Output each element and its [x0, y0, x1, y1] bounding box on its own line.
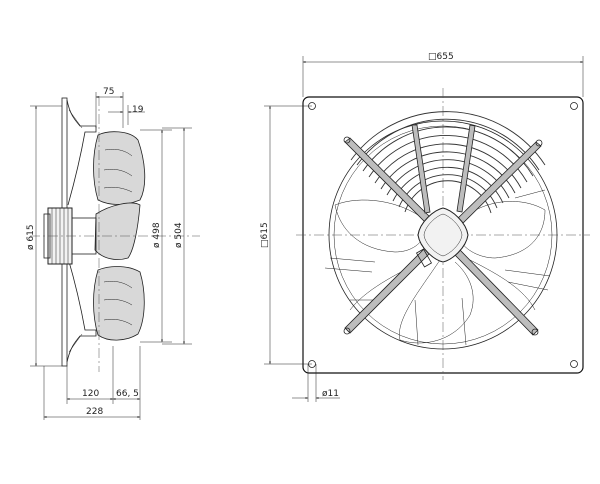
front-blade-3	[399, 259, 474, 344]
front-blade-2	[459, 201, 546, 259]
dim-615-front-label: □615	[260, 222, 270, 248]
side-blade-middle	[94, 202, 141, 260]
venturi-outer-circle	[328, 120, 558, 350]
side-blade-upper	[93, 131, 146, 205]
side-view: 75 19 ø 615 ø 498 ø 504 120 66, 5 228	[26, 87, 200, 420]
mount-hole-br	[570, 360, 578, 368]
guard-struts	[343, 124, 543, 336]
dim-228-label: 228	[86, 407, 103, 417]
dim-120-label: 120	[82, 389, 99, 399]
front-hub	[417, 207, 469, 263]
dim-498-label: ø 498	[152, 222, 162, 248]
dim-655-label: □655	[428, 52, 454, 62]
dim-75-label: 75	[103, 87, 114, 97]
dim-615-label: ø 615	[26, 224, 36, 250]
front-blade-1	[334, 199, 426, 253]
front-view: □655 □615 ø11	[260, 52, 590, 402]
dim-504-label: ø 504	[174, 222, 184, 248]
guard-grille	[350, 111, 546, 214]
dim-66-5-label: 66, 5	[116, 389, 139, 399]
dim-19-label: 19	[132, 105, 144, 115]
side-blade-lower	[93, 266, 145, 341]
mount-hole-tr	[570, 102, 578, 110]
dim-11-label: ø11	[322, 389, 339, 399]
